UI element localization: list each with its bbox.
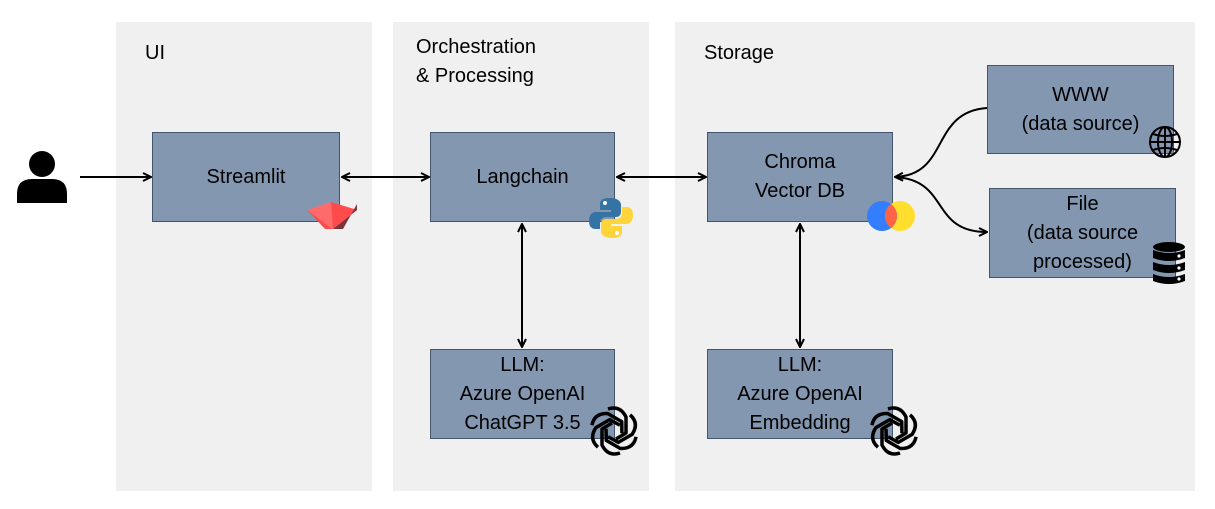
globe-icon [1149,126,1181,158]
chroma-label: Chroma Vector DB [754,151,846,202]
openai-logo-icon [870,406,918,456]
streamlit-box: Streamlit [152,132,340,222]
llm-embed-label: LLM: Azure OpenAI Embedding [737,353,863,434]
langchain-label: Langchain [476,165,569,188]
chroma-logo-icon [867,201,915,231]
langchain-box: Langchain [430,132,615,222]
streamlit-label: Streamlit [206,165,286,188]
openai-logo-icon [590,406,638,456]
llm-chat-label: LLM: Azure OpenAI ChatGPT 3.5 [459,353,586,434]
llm-embed-box: LLM: Azure OpenAI Embedding [707,349,893,439]
panel-ui: UI [116,22,372,491]
panel-title-ui: UI [145,42,165,64]
database-icon [1153,242,1185,284]
arrow-chroma-to-file [894,176,987,232]
www-label: WWW (data source) [1021,83,1140,135]
file-box: File (data source processed) [989,188,1176,278]
python-logo-icon [589,198,633,238]
streamlit-logo-icon [307,202,357,229]
panel-title-storage: Storage [704,42,775,64]
arrow-www-to-chroma [895,107,988,177]
file-label: File (data source processed) [1026,192,1139,273]
panel-title-orchestration: Orchestration & Processing [416,36,537,87]
llm-chat-box: LLM: Azure OpenAI ChatGPT 3.5 [430,349,615,439]
chroma-box: Chroma Vector DB [707,132,893,222]
user-icon [17,151,67,203]
www-box: WWW (data source) [987,65,1174,154]
